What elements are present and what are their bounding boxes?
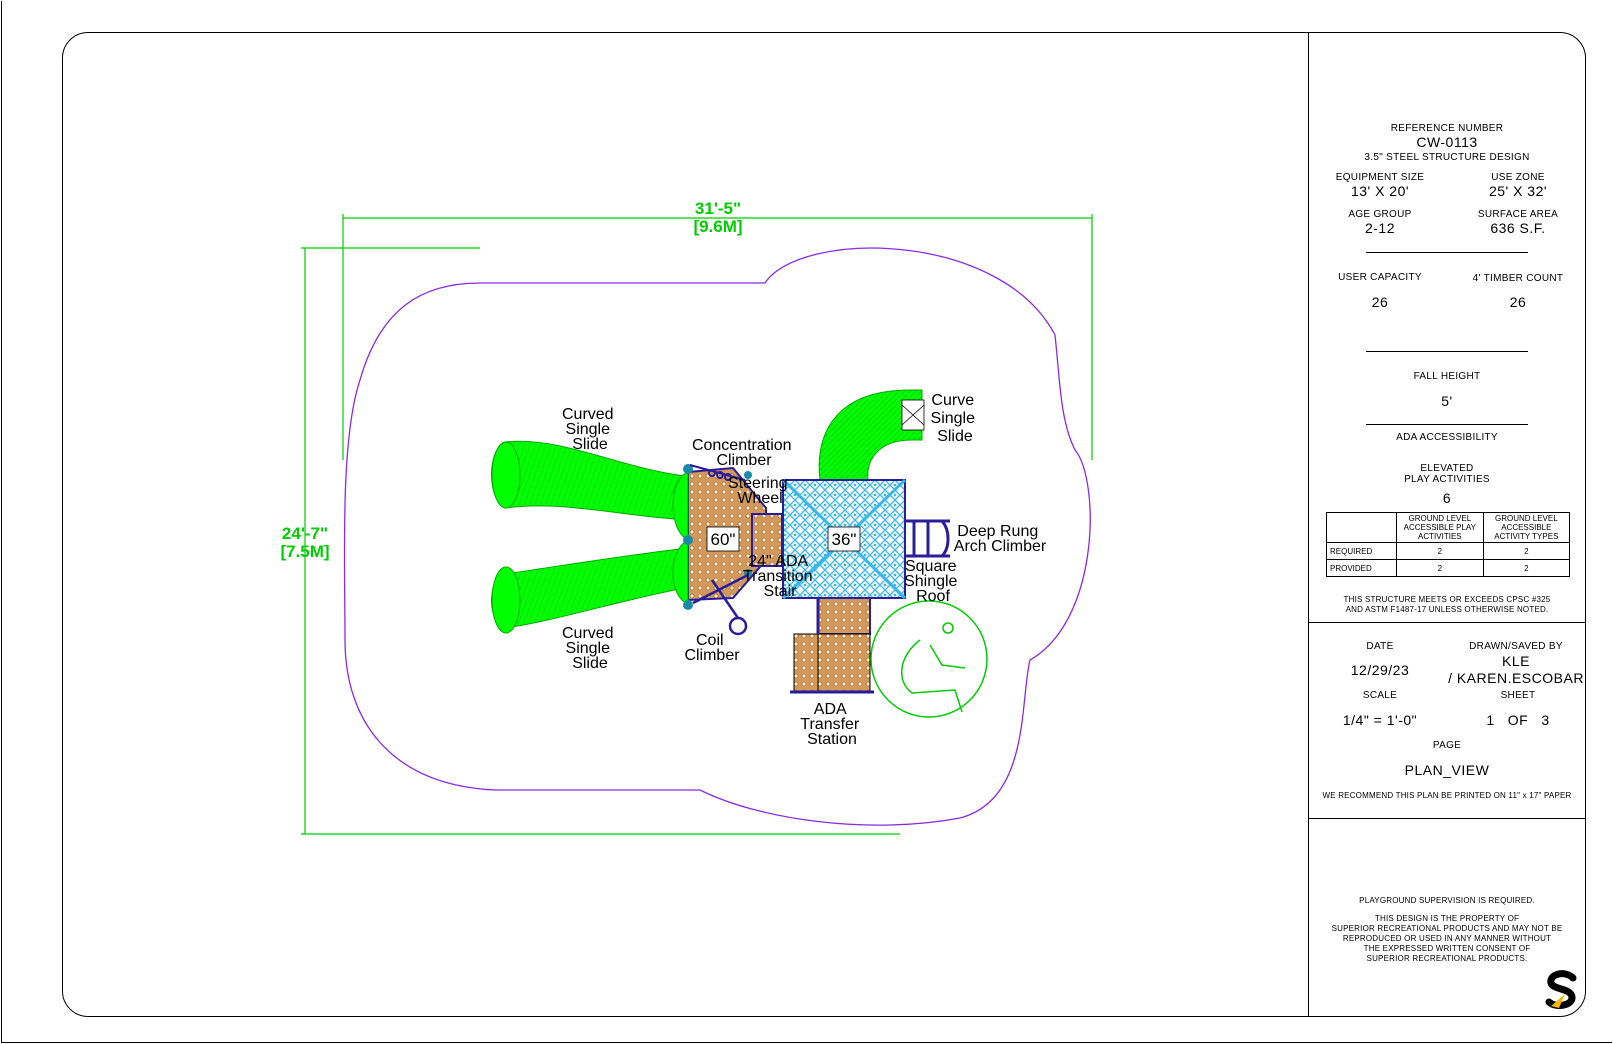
age-group-value: 2-12 <box>1364 220 1396 236</box>
fall-height-value: 5' <box>1441 393 1453 409</box>
curved-single-slide-top <box>491 440 689 521</box>
age-group-label: AGE GROUP <box>1348 209 1412 220</box>
dim-width-ft-label: 31'-5" <box>695 199 741 218</box>
table-header-activities: GROUND LEVEL ACCESSIBLE PLAY ACTIVITIES <box>1396 512 1484 543</box>
use-zone-outline <box>343 247 1091 826</box>
table-row-label: PROVIDED <box>1326 559 1397 577</box>
cpsc-note-2: AND ASTM F1487-17 UNLESS OTHERWISE NOTED… <box>1345 605 1549 614</box>
ada-wheelchair-icon <box>870 600 988 718</box>
elevated-value: 6 <box>1442 490 1452 506</box>
ada-transfer-station <box>790 597 874 694</box>
deck-60-label: 60" <box>711 530 736 549</box>
property-note-5: SUPERIOR RECREATIONAL PRODUCTS. <box>1366 954 1528 963</box>
timber-count-label: 4' TIMBER COUNT <box>1472 273 1564 284</box>
page-value: PLAN_VIEW <box>1404 762 1490 778</box>
concentration-climber <box>689 464 746 481</box>
drawn-value-1: KLE <box>1502 653 1530 669</box>
drawn-label: DRAWN/SAVED BY <box>1469 641 1563 652</box>
user-capacity-label: USER CAPACITY <box>1338 272 1422 283</box>
rule-2 <box>1366 351 1528 352</box>
rule-4 <box>1308 622 1586 623</box>
table-corner <box>1326 512 1397 543</box>
drawn-value-2: / KAREN.ESCOBAR <box>1448 670 1584 686</box>
label-transition-stair: 24" ADA Transition Stair <box>743 553 817 600</box>
ada-accessibility-label: ADA ACCESSIBILITY <box>1396 432 1498 443</box>
deck-36-roof: 36" <box>781 478 907 600</box>
deck-36-label: 36" <box>832 530 857 549</box>
ground-level-table: GROUND LEVEL ACCESSIBLE PLAY ACTIVITIES … <box>1326 512 1571 577</box>
use-zone-label: USE ZONE <box>1491 172 1545 183</box>
elevated-label-2: PLAY ACTIVITIES <box>1404 474 1490 485</box>
date-value: 12/29/23 <box>1350 662 1410 678</box>
property-note-2: SUPERIOR RECREATIONAL PRODUCTS AND MAY N… <box>1331 924 1563 933</box>
deck-posts <box>683 464 752 610</box>
equipment-size-label: EQUIPMENT SIZE <box>1335 172 1425 183</box>
use-zone-value: 25' X 32' <box>1488 183 1548 199</box>
sheet-frame <box>62 32 1586 1017</box>
curved-single-slide-bottom <box>491 547 689 634</box>
fall-height-label: FALL HEIGHT <box>1413 371 1481 382</box>
reference-value: CW-0113 <box>1416 134 1478 150</box>
deck-60: 60" <box>672 466 767 605</box>
page-label: PAGE <box>1432 740 1462 751</box>
property-note-3: REPRODUCED OR USED IN ANY MANNER WITHOUT <box>1342 934 1552 943</box>
structure-design: 3.5" STEEL STRUCTURE DESIGN <box>1364 152 1530 163</box>
table-cell: 2 <box>1482 559 1571 577</box>
table-row: PROVIDED 2 2 <box>1326 559 1571 577</box>
dim-width-m-label: [9.6M] <box>693 217 742 236</box>
table-row: REQUIRED 2 2 <box>1326 542 1571 560</box>
sheet-value: 1 OF 3 <box>1486 712 1550 728</box>
rule-3 <box>1366 424 1528 425</box>
dimension-width <box>342 214 1093 460</box>
label-concentration-climber: Concentration Climber <box>692 437 796 469</box>
label-curve-slide-right: Curve Single Slide <box>931 392 980 445</box>
table-row-label: REQUIRED <box>1326 542 1397 560</box>
elevated-label-1: ELEVATED <box>1420 463 1474 474</box>
title-block <box>1308 32 1586 1017</box>
superior-s-logo-icon <box>1545 970 1577 1009</box>
cpsc-note-1: THIS STRUCTURE MEETS OR EXCEEDS CPSC #32… <box>1343 595 1551 604</box>
property-note-1: THIS DESIGN IS THE PROPERTY OF <box>1374 914 1520 923</box>
surface-area-label: SURFACE AREA <box>1477 209 1559 220</box>
table-header-types: GROUND LEVEL ACCESSIBLE ACTIVITY TYPES <box>1482 512 1571 543</box>
scale-value: 1/4" = 1'-0" <box>1342 712 1418 728</box>
timber-count-value: 26 <box>1509 294 1527 310</box>
date-label: DATE <box>1366 641 1394 652</box>
table-cell: 2 <box>1482 542 1571 560</box>
rule-1 <box>1366 252 1528 253</box>
equipment-size-value: 13' X 20' <box>1350 183 1410 199</box>
supervision-note: PLAYGROUND SUPERVISION IS REQUIRED. <box>1359 896 1535 905</box>
label-curved-slide-bottom: Curved Single Slide <box>562 625 618 672</box>
label-ada-transfer: ADA Transfer Station <box>800 701 863 748</box>
reference-label: REFERENCE NUMBER <box>1390 123 1504 134</box>
surface-area-value: 636 S.F. <box>1490 220 1546 236</box>
curve-single-slide-right <box>818 389 925 481</box>
table-cell: 2 <box>1396 559 1484 577</box>
label-curved-slide-top: Curved Single Slide <box>562 406 618 453</box>
dim-height-m-label: [7.5M] <box>280 542 329 561</box>
dimension-height <box>301 247 900 835</box>
label-deep-rung: Deep Rung Arch Climber <box>954 523 1047 555</box>
deep-rung-arch-climber <box>905 519 950 558</box>
dim-height-ft-label: 24'-7" <box>282 524 328 543</box>
label-coil-climber: Coil Climber <box>684 632 740 664</box>
sheet-label: SHEET <box>1500 690 1536 701</box>
label-steering-wheel: Steering Wheel <box>728 475 792 507</box>
label-square-roof: Square Shingle Roof <box>904 558 962 605</box>
table-cell: 2 <box>1396 542 1484 560</box>
scale-label: SCALE <box>1362 690 1398 701</box>
print-note: WE RECOMMEND THIS PLAN BE PRINTED ON 11"… <box>1322 791 1572 800</box>
coil-climber <box>692 573 749 636</box>
rule-5 <box>1308 818 1586 819</box>
user-capacity-value: 26 <box>1371 294 1389 310</box>
property-note-4: THE EXPRESSED WRITTEN CONSENT OF <box>1363 944 1531 953</box>
